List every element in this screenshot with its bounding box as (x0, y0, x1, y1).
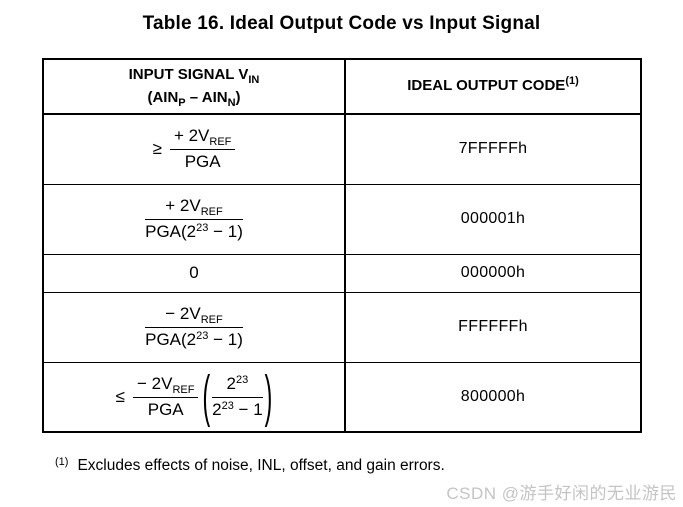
header-input-signal-line1: INPUT SIGNAL VIN (128, 66, 260, 86)
close-paren: ) (264, 363, 273, 428)
table-row-max-negative: ≤ − 2VREF PGA ( 223 223 − 1 ) 800000h (42, 361, 642, 433)
header-ideal-output-code: IDEAL OUTPUT CODE(1) (344, 58, 642, 115)
code-cell: 000001h (344, 183, 642, 255)
footnote: (1) Excludes effects of noise, INL, offse… (55, 456, 445, 475)
code-cell: 000000h (344, 253, 642, 293)
footnote-text: Excludes effects of noise, INL, offset, … (77, 457, 445, 474)
header-input-signal: INPUT SIGNAL VIN (AINP – AINN) (42, 58, 346, 115)
less-equal-sign: ≤ (115, 386, 125, 406)
table-row-plus-one-lsb: + 2VREF PGA(223 − 1) 000001h (42, 183, 642, 255)
formula-neg-2vref-over-pga-fs: − 2VREF PGA(223 − 1) (145, 304, 243, 350)
code-cell: 7FFFFFh (344, 113, 642, 185)
formula-2vref-over-pga-fs: + 2VREF PGA(223 − 1) (145, 196, 243, 242)
table-title: Table 16. Ideal Output Code vs Input Sig… (142, 13, 541, 34)
open-paren: ( (202, 363, 211, 428)
code-cell: 800000h (344, 361, 642, 433)
footnote-marker: (1) (55, 456, 69, 468)
fraction: − 2VREF PGA(223 − 1) (145, 304, 243, 349)
code-cell: FFFFFFh (344, 291, 642, 363)
fraction: + 2VREF PGA(223 − 1) (145, 196, 243, 241)
signal-cell: + 2VREF PGA(223 − 1) (42, 183, 346, 255)
formula-le-neg-2vref-scaled: ≤ − 2VREF PGA ( 223 223 − 1 ) (115, 367, 273, 423)
fraction: − 2VREF PGA (132, 374, 199, 420)
signal-cell: ≥ + 2VREF PGA (42, 113, 346, 185)
table-row-minus-one-lsb: − 2VREF PGA(223 − 1) FFFFFFh (42, 291, 642, 363)
header-row: INPUT SIGNAL VIN (AINP – AINN) IDEAL OUT… (42, 58, 642, 115)
ideal-output-code-table: INPUT SIGNAL VIN (AINP – AINN) IDEAL OUT… (42, 58, 642, 433)
footnote-reference: (1) (565, 75, 579, 88)
table-row-zero: 0 000000h (42, 253, 642, 293)
signal-cell: 0 (42, 253, 346, 293)
signal-cell: ≤ − 2VREF PGA ( 223 223 − 1 ) (42, 361, 346, 433)
fraction: 223 223 − 1 (212, 373, 263, 419)
greater-equal-sign: ≥ (152, 139, 162, 159)
csdn-watermark: CSDN @游手好闲的无业游民 (446, 484, 677, 503)
formula-ge-2vref-over-pga: ≥ + 2VREF PGA (153, 126, 236, 172)
signal-cell: − 2VREF PGA(223 − 1) (42, 291, 346, 363)
fraction: + 2VREF PGA (169, 126, 236, 172)
table-row-max-positive: ≥ + 2VREF PGA 7FFFFFh (42, 113, 642, 185)
header-input-signal-line2: (AINP – AINN) (147, 88, 241, 109)
